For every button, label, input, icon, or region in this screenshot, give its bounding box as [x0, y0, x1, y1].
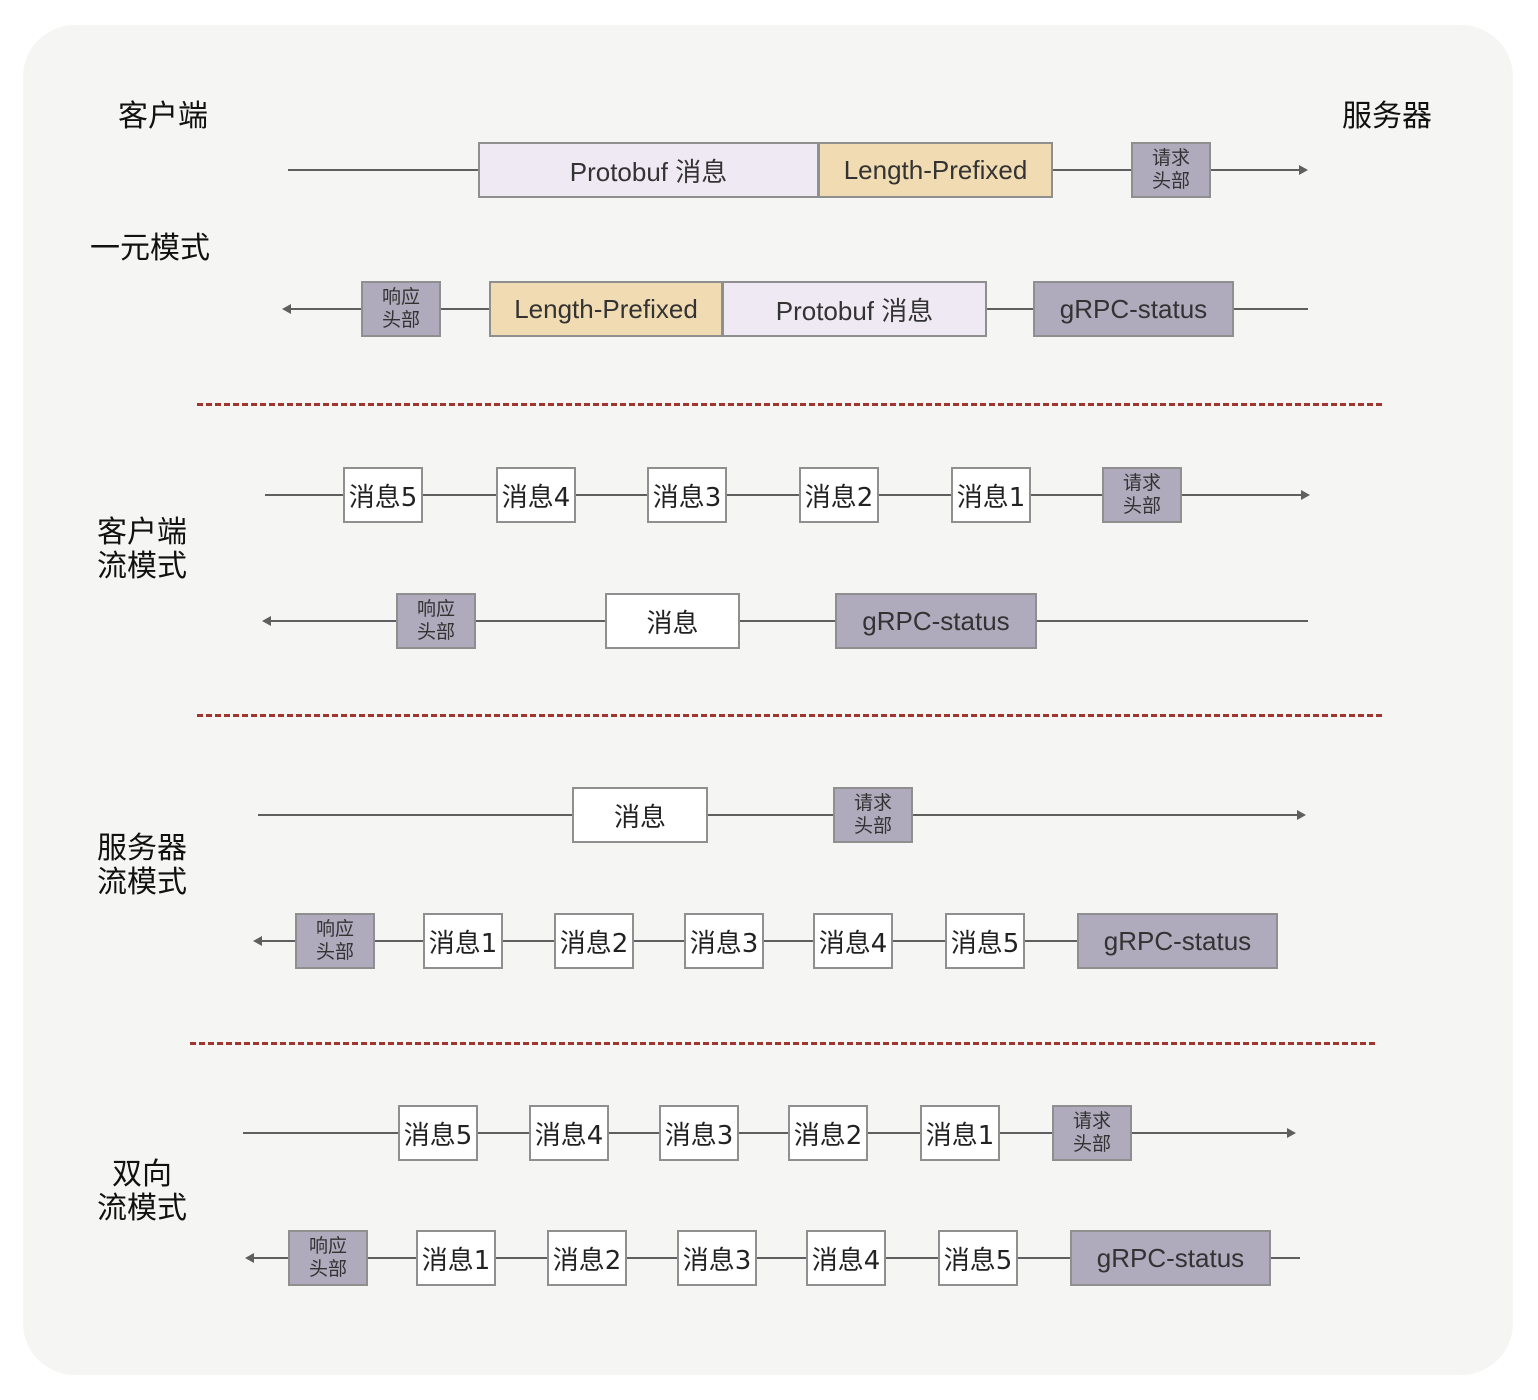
header-box-text: 请求 [1072, 1110, 1111, 1132]
grpc-status-box: gRPC-status [1070, 1230, 1271, 1286]
message-box: 消息5 [938, 1230, 1018, 1286]
header-box-text: 头部 [1151, 170, 1190, 192]
grpc-status-box: gRPC-status [1077, 913, 1278, 969]
section-divider [197, 714, 1382, 717]
server-label: 服务器 [1342, 99, 1432, 134]
section-divider [190, 1042, 1375, 1045]
mode-label: 双向 流模式 [97, 1157, 187, 1226]
message-box: 消息2 [788, 1105, 868, 1161]
grpc-status-box: gRPC-status [835, 593, 1037, 649]
diagram-panel [23, 25, 1513, 1375]
message-box: 消息5 [398, 1105, 478, 1161]
section-divider [197, 403, 1382, 406]
arrow-right-icon [1287, 1128, 1296, 1138]
message-box: 消息4 [806, 1230, 886, 1286]
header-box-text: 响应 [416, 598, 455, 620]
message-box: 消息3 [677, 1230, 757, 1286]
grpc-status-box: gRPC-status [1033, 281, 1234, 337]
response-header-box: 响应头部 [361, 281, 441, 337]
client-label: 客户端 [118, 99, 208, 134]
header-box-text: 响应 [381, 286, 420, 308]
mode-label: 客户端 流模式 [97, 515, 187, 584]
header-box-text: 头部 [315, 941, 354, 963]
message-box: 消息1 [416, 1230, 496, 1286]
message-box: 消息4 [496, 467, 576, 523]
timeline-line [265, 494, 1302, 496]
protobuf-message-box: Protobuf 消息 [722, 281, 987, 337]
message-box: 消息 [572, 787, 708, 843]
mode-label: 服务器 流模式 [97, 831, 187, 900]
message-box: 消息2 [799, 467, 879, 523]
arrow-right-icon [1297, 810, 1306, 820]
message-box: 消息4 [529, 1105, 609, 1161]
response-header-box: 响应头部 [288, 1230, 368, 1286]
protobuf-message-box: Protobuf 消息 [478, 142, 819, 198]
message-box: 消息5 [945, 913, 1025, 969]
header-box-text: 请求 [1122, 472, 1161, 494]
message-box: 消息2 [554, 913, 634, 969]
length-prefixed-box: Length-Prefixed [489, 281, 723, 337]
response-header-box: 响应头部 [396, 593, 476, 649]
header-box-text: 请求 [1151, 147, 1190, 169]
arrow-left-icon [282, 304, 291, 314]
header-box-text: 头部 [1122, 495, 1161, 517]
message-box: 消息 [605, 593, 740, 649]
header-box-text: 头部 [308, 1258, 347, 1280]
arrow-left-icon [245, 1253, 254, 1263]
message-box: 消息3 [647, 467, 727, 523]
header-box-text: 头部 [416, 621, 455, 643]
message-box: 消息3 [684, 913, 764, 969]
message-box: 消息5 [343, 467, 423, 523]
request-header-box: 请求头部 [833, 787, 913, 843]
message-box: 消息2 [547, 1230, 627, 1286]
request-header-box: 请求头部 [1131, 142, 1211, 198]
header-box-text: 请求 [853, 792, 892, 814]
arrow-right-icon [1299, 165, 1308, 175]
header-box-text: 头部 [381, 309, 420, 331]
request-header-box: 请求头部 [1052, 1105, 1132, 1161]
mode-label: 一元模式 [90, 231, 210, 266]
message-box: 消息3 [659, 1105, 739, 1161]
timeline-line [270, 620, 1308, 622]
message-box: 消息1 [920, 1105, 1000, 1161]
header-box-text: 响应 [308, 1235, 347, 1257]
timeline-line [258, 814, 1298, 816]
message-box: 消息4 [813, 913, 893, 969]
arrow-right-icon [1301, 490, 1310, 500]
arrow-left-icon [262, 616, 271, 626]
timeline-line [253, 1257, 1300, 1259]
message-box: 消息1 [423, 913, 503, 969]
request-header-box: 请求头部 [1102, 467, 1182, 523]
arrow-left-icon [253, 936, 262, 946]
length-prefixed-box: Length-Prefixed [818, 142, 1053, 198]
header-box-text: 响应 [315, 918, 354, 940]
response-header-box: 响应头部 [295, 913, 375, 969]
header-box-text: 头部 [1072, 1133, 1111, 1155]
header-box-text: 头部 [853, 815, 892, 837]
message-box: 消息1 [951, 467, 1031, 523]
timeline-line [261, 940, 1278, 942]
timeline-line [243, 1132, 1288, 1134]
